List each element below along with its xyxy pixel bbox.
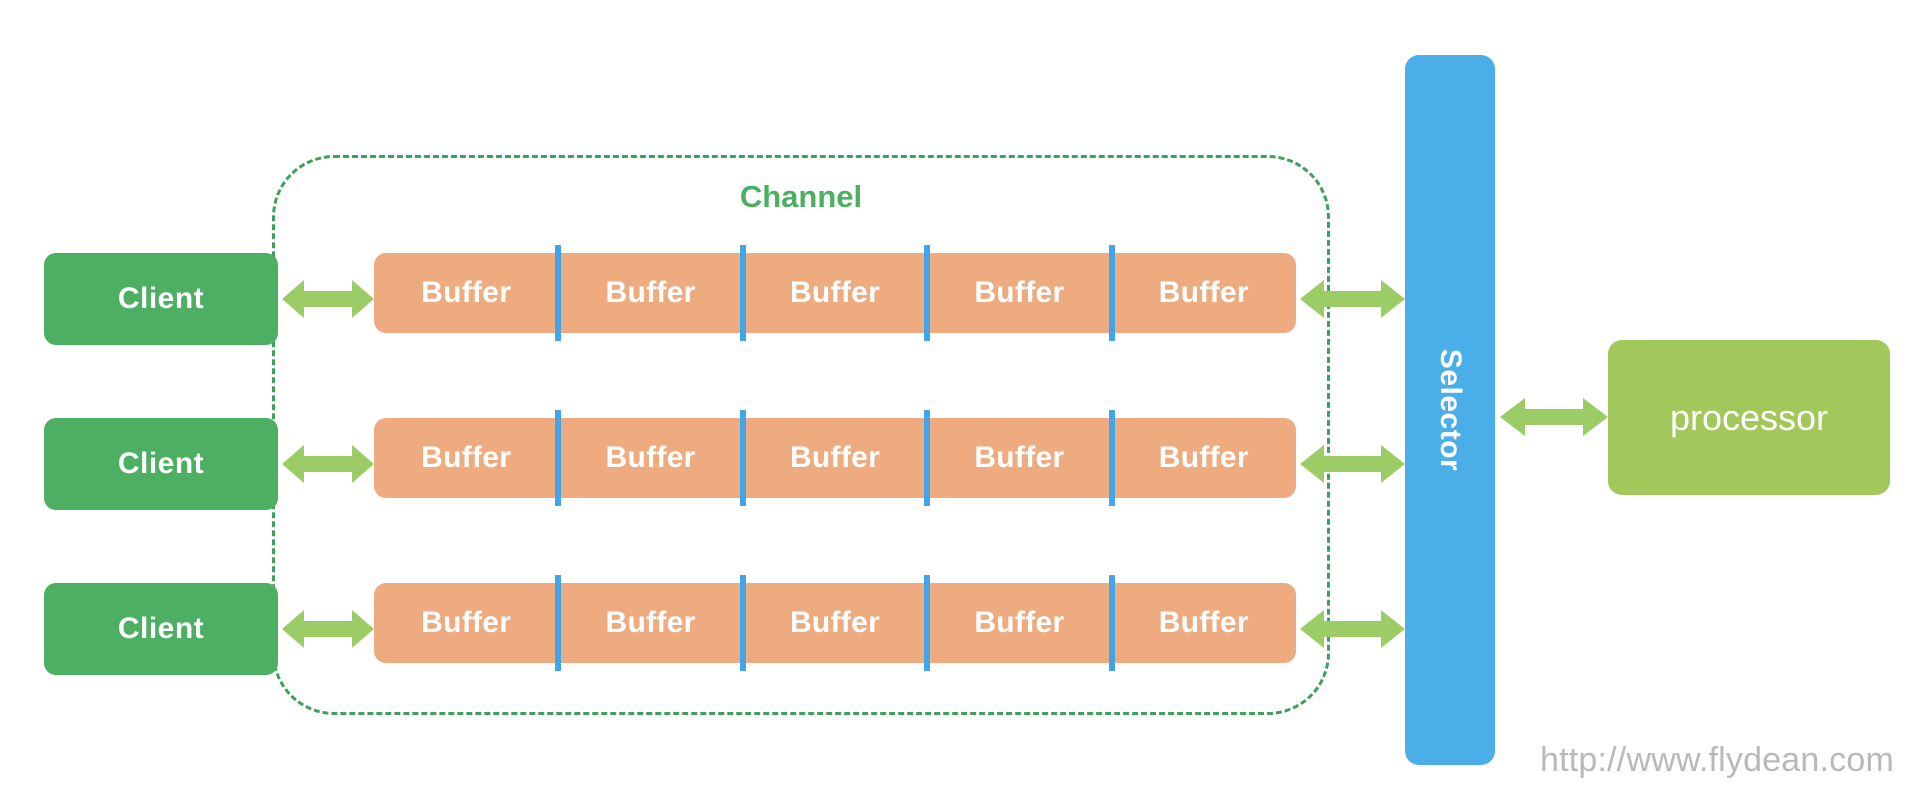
buffer-label: Buffer bbox=[974, 276, 1065, 309]
buffer-cell[interactable]: Buffer bbox=[555, 410, 742, 506]
buffer-label: Buffer bbox=[1158, 276, 1249, 309]
buffer-row-3: Buffer Buffer Buffer Buffer Buffer bbox=[374, 575, 1296, 671]
buffer-cell[interactable]: Buffer bbox=[1108, 410, 1296, 506]
double-arrow-icon bbox=[282, 276, 374, 322]
buffer-cell[interactable]: Buffer bbox=[924, 245, 1111, 341]
double-arrow-icon bbox=[1300, 276, 1405, 322]
buffer-label: Buffer bbox=[789, 441, 881, 474]
buffer-label: Buffer bbox=[421, 441, 512, 474]
buffer-cell[interactable]: Buffer bbox=[374, 583, 558, 663]
buffer-label: Buffer bbox=[605, 441, 696, 474]
client-label-2: Client bbox=[117, 447, 205, 480]
double-arrow-icon bbox=[1300, 441, 1405, 487]
buffer-cell[interactable]: Buffer bbox=[924, 575, 1111, 671]
double-arrow-icon bbox=[1500, 394, 1608, 440]
processor-label: processor bbox=[1669, 396, 1829, 438]
buffer-label: Buffer bbox=[1158, 606, 1249, 639]
client-label-1: Client bbox=[117, 282, 205, 315]
buffer-label: Buffer bbox=[789, 276, 881, 309]
buffer-cell[interactable]: Buffer bbox=[1108, 245, 1296, 341]
buffer-cell[interactable]: Buffer bbox=[739, 575, 927, 671]
buffer-label: Buffer bbox=[974, 606, 1065, 639]
buffer-cell[interactable]: Buffer bbox=[739, 410, 927, 506]
buffer-label: Buffer bbox=[789, 606, 881, 639]
watermark-url: http://www.flydean.com bbox=[1540, 741, 1894, 779]
buffer-label: Buffer bbox=[605, 276, 696, 309]
double-arrow-icon bbox=[1300, 606, 1405, 652]
buffer-row-2: Buffer Buffer Buffer Buffer Buffer bbox=[374, 410, 1296, 506]
buffer-label: Buffer bbox=[421, 606, 512, 639]
client-box-2[interactable]: Client bbox=[44, 418, 278, 510]
buffer-cell[interactable]: Buffer bbox=[1108, 575, 1296, 671]
channel-label: Channel bbox=[739, 179, 863, 214]
client-box-1[interactable]: Client bbox=[44, 253, 278, 345]
processor-box[interactable]: processor bbox=[1608, 340, 1890, 495]
selector-label: Selector bbox=[1434, 348, 1468, 472]
selector-bar[interactable]: Selector bbox=[1405, 55, 1495, 765]
buffer-label: Buffer bbox=[1158, 441, 1249, 474]
buffer-label: Buffer bbox=[974, 441, 1065, 474]
client-box-3[interactable]: Client bbox=[44, 583, 278, 675]
buffer-cell[interactable]: Buffer bbox=[374, 253, 558, 333]
buffer-cell[interactable]: Buffer bbox=[924, 410, 1111, 506]
buffer-label: Buffer bbox=[421, 276, 512, 309]
buffer-row-1: Buffer Buffer Buffer Buffer Buffer bbox=[374, 245, 1296, 341]
buffer-cell[interactable]: Buffer bbox=[739, 245, 927, 341]
buffer-cell[interactable]: Buffer bbox=[374, 418, 558, 498]
buffer-cell[interactable]: Buffer bbox=[555, 245, 742, 341]
double-arrow-icon bbox=[282, 441, 374, 487]
client-label-3: Client bbox=[117, 612, 205, 645]
double-arrow-icon bbox=[282, 606, 374, 652]
buffer-label: Buffer bbox=[605, 606, 696, 639]
buffer-cell[interactable]: Buffer bbox=[555, 575, 742, 671]
